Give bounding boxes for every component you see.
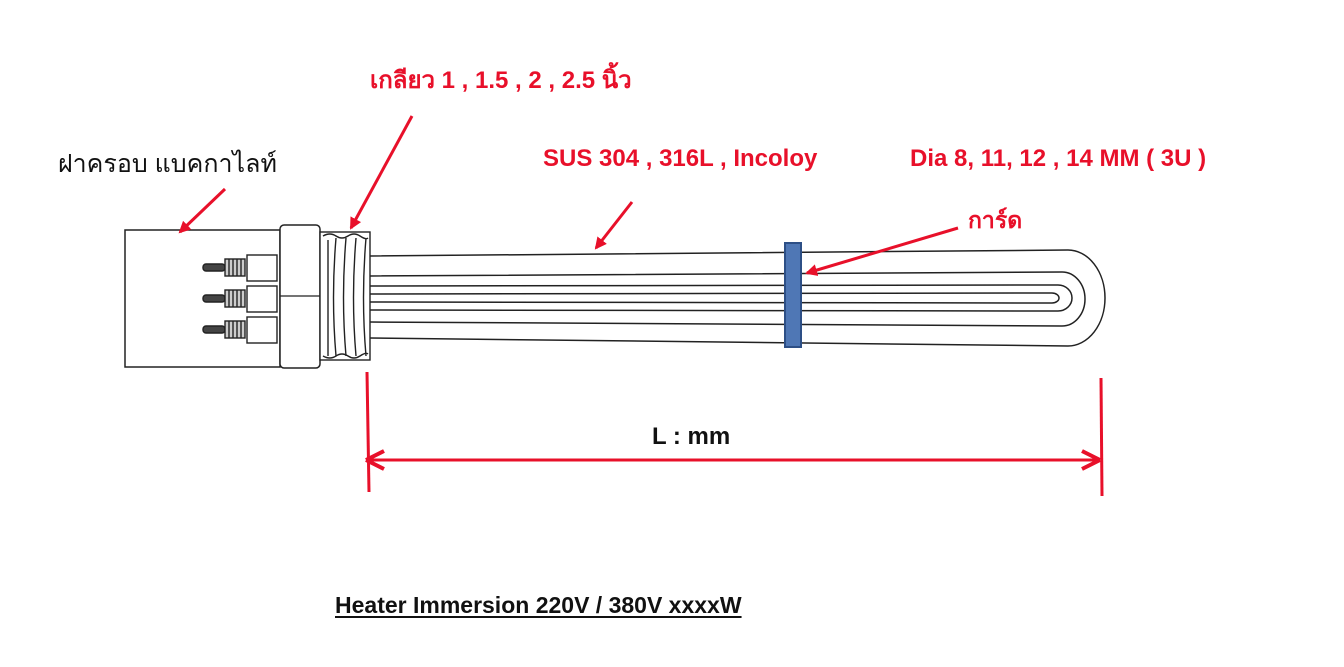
annotation-arrows: [178, 115, 959, 276]
thread-size-label: เกลียว 1 , 1.5 , 2 , 2.5 นิ้ว: [370, 67, 632, 94]
length-dimension: [365, 371, 1104, 497]
cover-arrow: [178, 187, 227, 234]
guard-arrow: [805, 226, 959, 276]
flange: [279, 224, 321, 369]
diameter-label: Dia 8, 11, 12 , 14 MM ( 3U ): [910, 145, 1207, 172]
terminal-pin-3: [202, 316, 278, 344]
threaded-section: [319, 231, 371, 361]
length-label: L : mm: [652, 423, 731, 450]
diagram-title: Heater Immersion 220V / 380V xxxxW: [335, 592, 742, 618]
terminal-pin-1: [202, 254, 278, 282]
thread-arrow: [349, 115, 414, 230]
heating-tubes: [369, 249, 1106, 347]
guard-label: การ์ด: [968, 207, 1023, 233]
terminal-pin-2: [202, 285, 278, 313]
material-arrow: [594, 201, 634, 250]
terminal-pins: [202, 254, 278, 344]
cover-label: ฝาครอบ แบคกาไลท์: [58, 150, 277, 178]
material-label: SUS 304 , 316L , Incoloy: [543, 145, 818, 172]
guard-band: [784, 242, 802, 348]
